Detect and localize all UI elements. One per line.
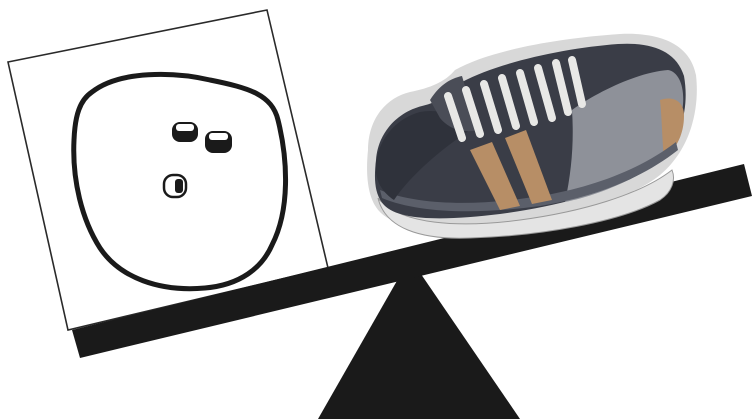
thumb-hole [164, 175, 186, 197]
finger-hole-2 [205, 131, 232, 153]
finger-hole-1 [172, 122, 198, 142]
